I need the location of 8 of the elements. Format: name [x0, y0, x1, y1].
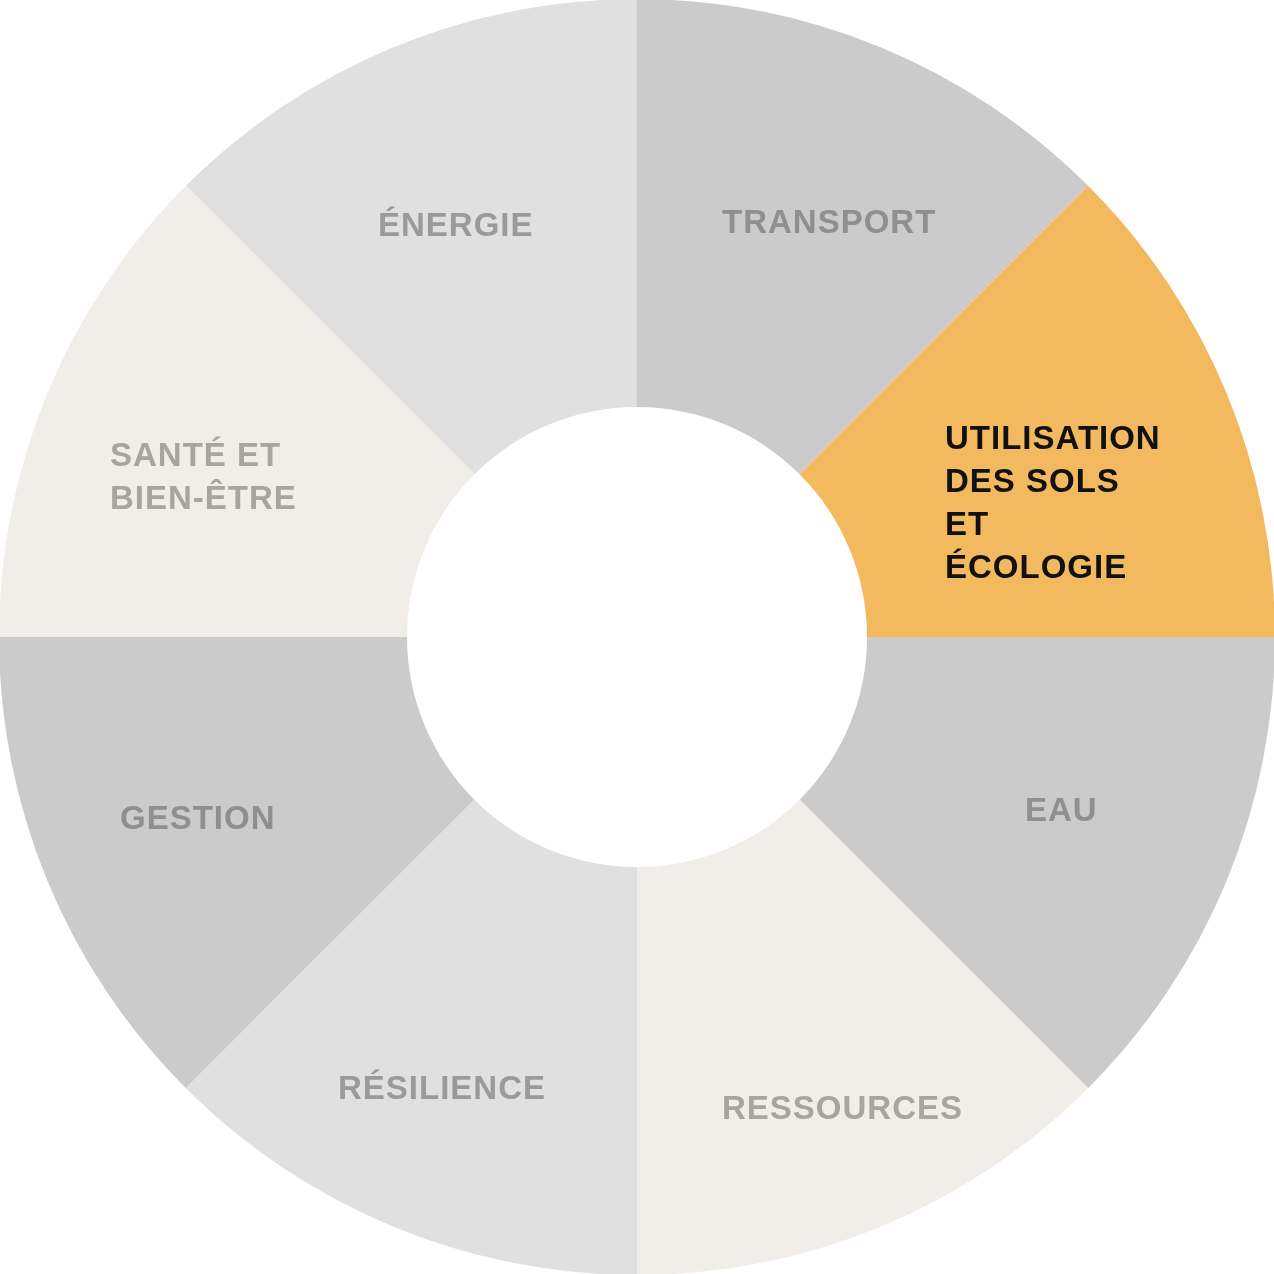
segment-label: ÉNERGIE — [378, 205, 535, 245]
segment-label: TRANSPORT — [722, 202, 938, 242]
segment-label: GESTION — [120, 798, 277, 838]
segment-label: UTILISATION DES SOLS ET ÉCOLOGIE — [945, 418, 1162, 587]
segment-label: SANTÉ ET BIEN-ÊTRE — [110, 435, 298, 518]
segment-label: RESSOURCES — [722, 1088, 965, 1128]
segment-label: EAU — [1025, 790, 1099, 830]
segment-label: RÉSILIENCE — [338, 1068, 548, 1108]
